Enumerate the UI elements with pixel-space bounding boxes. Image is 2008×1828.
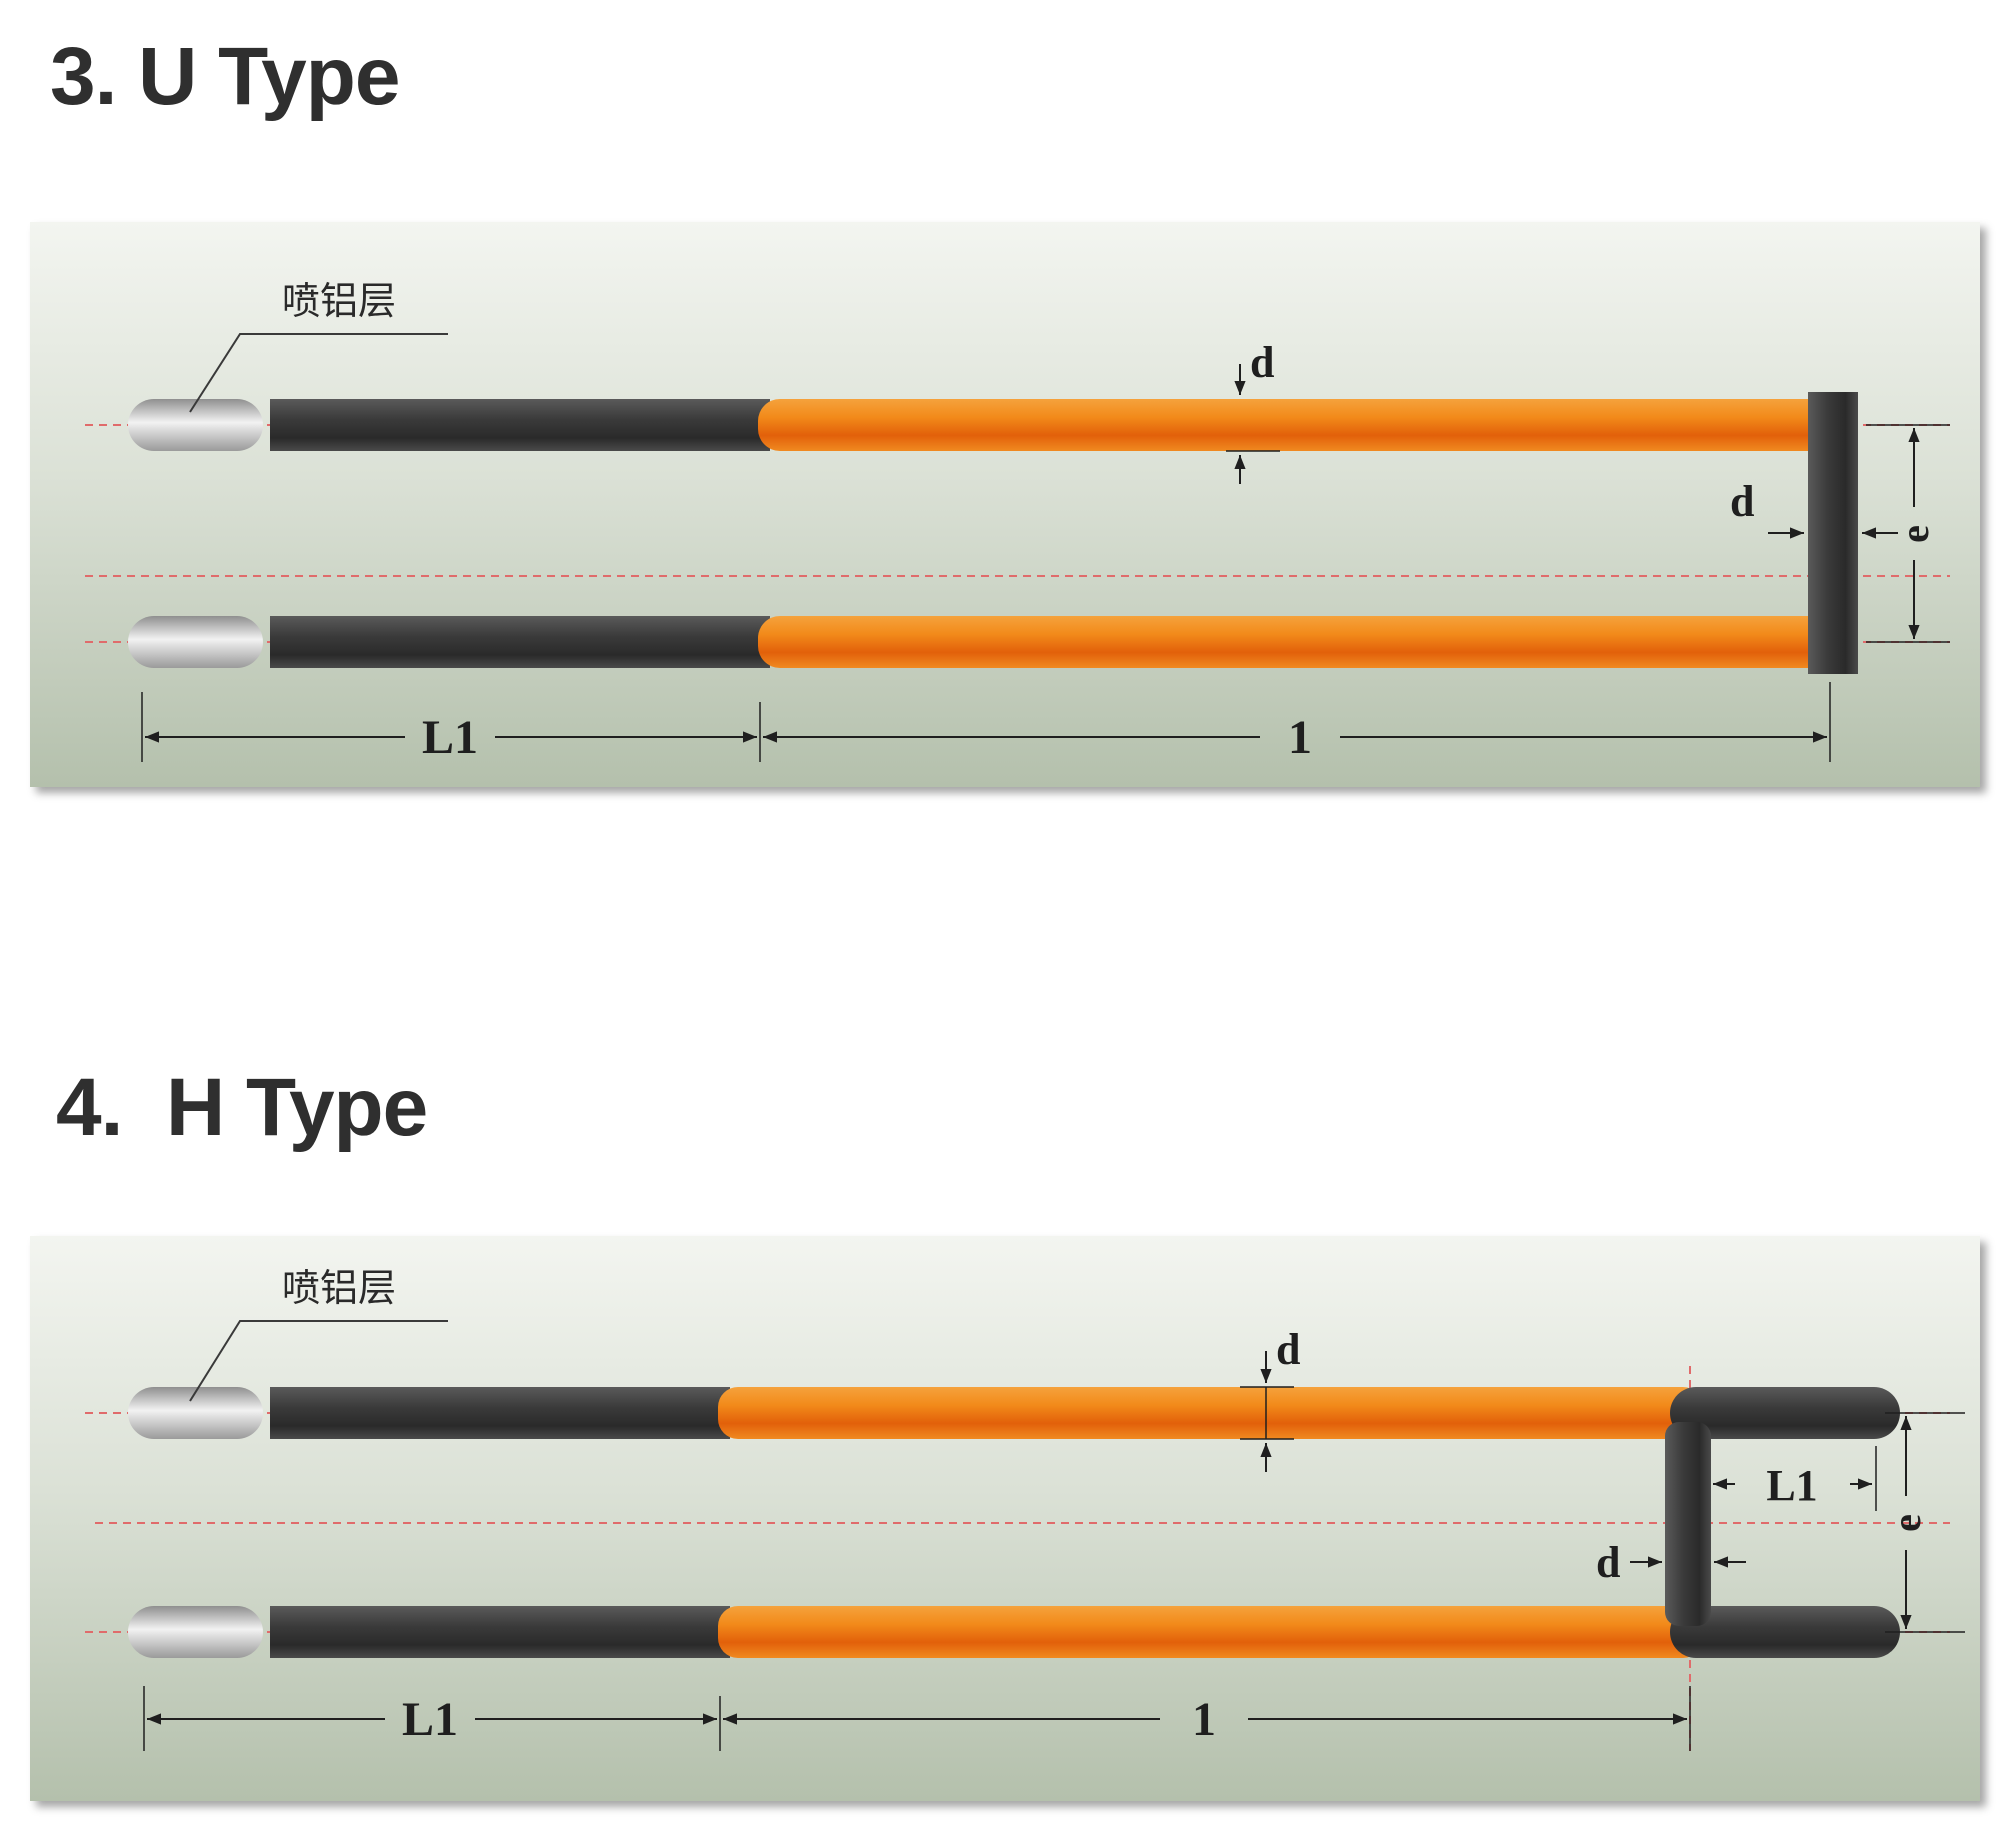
coating-label: 喷铝层 — [282, 279, 396, 323]
bottom-rod-coating — [128, 616, 263, 668]
u-type-title: 3. U Type — [50, 31, 400, 122]
h-type-diagram: 喷铝层 d d L1 e L1 1 — [30, 1236, 1980, 1801]
l-label: 1 — [1192, 1693, 1216, 1746]
bottom-rod-right-cold-end — [1670, 1606, 1900, 1658]
h-type-title: 4. H Type — [56, 1062, 428, 1153]
l-label: 1 — [1288, 711, 1312, 764]
d-label-rod: d — [1276, 1325, 1300, 1374]
coating-label: 喷铝层 — [282, 1266, 396, 1310]
top-rod-cold-end — [270, 1387, 730, 1439]
l1-label: L1 — [402, 1693, 458, 1746]
bottom-rod-hot-zone — [718, 1606, 1703, 1658]
bottom-rod-hot-zone — [758, 616, 1848, 668]
connector-bar — [1665, 1422, 1711, 1626]
l1-label-right: L1 — [1766, 1461, 1817, 1510]
bottom-rod-cold-end — [270, 1606, 730, 1658]
l1-label: L1 — [422, 711, 478, 764]
d-label-connector: d — [1596, 1538, 1620, 1587]
top-rod-hot-zone — [758, 399, 1848, 451]
top-rod-cold-end — [270, 399, 770, 451]
u-type-diagram: 喷铝层 d d e L1 1 — [30, 222, 1980, 787]
connector-bar — [1808, 392, 1858, 674]
coating-leader-line — [189, 1320, 448, 1402]
d-label-connector: d — [1730, 477, 1754, 526]
e-label: e — [1892, 525, 1937, 543]
h-type-svg: 喷铝层 d d L1 e L1 1 — [85, 1266, 1965, 1751]
top-rod-coating — [128, 399, 263, 451]
top-rod-coating — [128, 1387, 263, 1439]
bottom-rod-cold-end — [270, 616, 770, 668]
coating-leader-line — [189, 333, 448, 413]
top-rod-right-cold-end — [1670, 1387, 1900, 1439]
u-type-svg: 喷铝层 d d e L1 1 — [85, 279, 1950, 764]
d-label-rod: d — [1250, 338, 1274, 387]
top-rod-hot-zone — [718, 1387, 1703, 1439]
e-label: e — [1884, 1514, 1929, 1532]
bottom-rod-coating — [128, 1606, 263, 1658]
